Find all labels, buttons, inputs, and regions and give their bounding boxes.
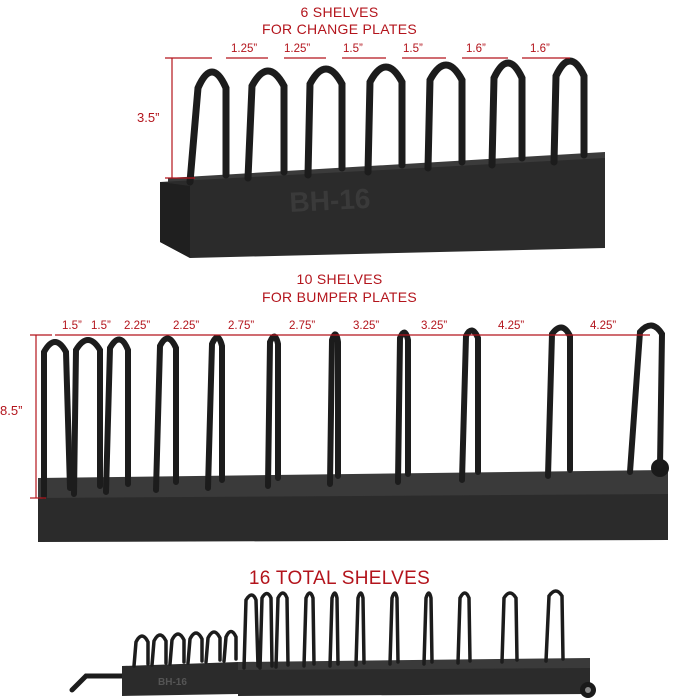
rack1-upright: [550, 57, 588, 166]
rack2-spacing-label: 1.5”: [62, 320, 82, 332]
rack2-tray: [38, 470, 668, 500]
rack1-dimensions: [165, 57, 570, 179]
rack3-handle: [69, 673, 129, 693]
change-plate-rack: BH-16 3.5” 1.25” 1.25” 1.5” 1.5” 1: [137, 43, 605, 258]
bumper-plate-rack: 8.5” 1.5” 1.5” 2.25” 2.25” 2.75” 2.75” 3…: [0, 320, 669, 542]
rack1-spacing-label: 1.5”: [343, 43, 363, 55]
section3-title: 16 TOTAL SHELVES: [248, 568, 431, 589]
rack2-base: [38, 494, 668, 542]
rack1-height-label: 3.5”: [137, 110, 159, 125]
rack1-upright: [186, 68, 230, 186]
rack3-big-base: [238, 668, 590, 696]
rack2-spacing-label: 4.25”: [498, 320, 524, 332]
section1-title-line1: 6 SHELVES: [300, 4, 379, 20]
rack2-spacing-label: 4.25”: [590, 320, 616, 332]
rack1-base: [160, 158, 605, 258]
rack2-spacing-label: 3.25”: [353, 320, 379, 332]
rack1-brand-label: BH-16: [289, 183, 371, 218]
rack2-uprights: [41, 322, 666, 499]
rack1-end: [160, 182, 190, 258]
rack2-dimensions: [30, 334, 650, 499]
rack3-big-uprights: [242, 589, 565, 670]
combined-rack: BH-16: [69, 589, 596, 698]
rack1-upright: [304, 65, 346, 179]
rack1-spacing-label: 1.25”: [284, 43, 310, 55]
rack3-brand-label: BH-16: [158, 677, 187, 688]
rack2-spacing-label: 2.75”: [228, 320, 254, 332]
section2-title-line2: FOR BUMPER PLATES: [262, 289, 417, 305]
rack1-uprights: [186, 57, 588, 186]
rack1-upright: [244, 67, 288, 182]
section2-title-line1: 10 SHELVES: [296, 271, 383, 287]
rack2-spacing-label: 1.5”: [91, 320, 111, 332]
rack2-spacing-label: 2.25”: [124, 320, 150, 332]
rack3-small-base: [122, 662, 238, 696]
rack1-spacing-label: 1.5”: [403, 43, 423, 55]
rack2-spacing-label: 3.25”: [421, 320, 447, 332]
rack2-height-label: 8.5”: [0, 403, 22, 418]
rack1-spacing-label: 1.6”: [530, 43, 550, 55]
section1-title-line2: FOR CHANGE PLATES: [262, 21, 417, 37]
rack2-spacing-label: 2.25”: [173, 320, 199, 332]
rack2-spacing-label: 2.75”: [289, 320, 315, 332]
rack1-upright: [424, 61, 466, 172]
rack3-small-uprights: [132, 629, 238, 668]
rack1-spacing-label: 1.25”: [231, 43, 257, 55]
rack1-upright: [488, 59, 526, 169]
rack1-upright: [364, 63, 406, 176]
rack1-spacing-label: 1.6”: [466, 43, 486, 55]
